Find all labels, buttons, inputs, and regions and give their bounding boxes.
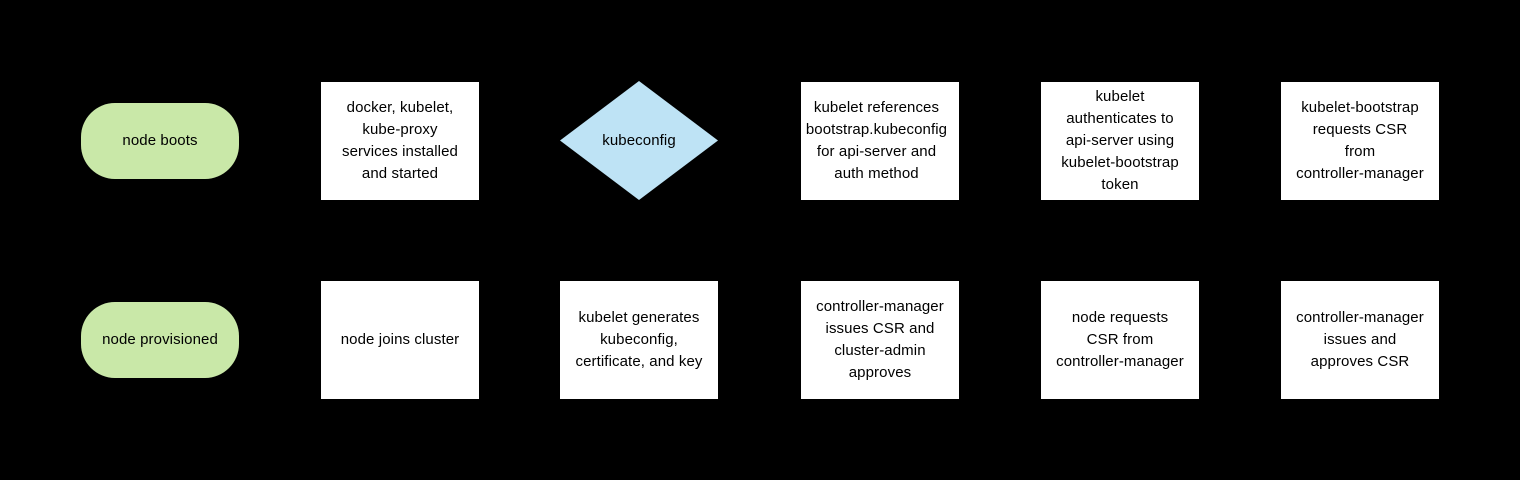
flow-node-label: node joins cluster <box>340 331 460 348</box>
flow-node-label: node provisioned <box>102 331 218 348</box>
flow-node-label: node requests CSR from controller-manage… <box>1056 309 1184 370</box>
flow-node-cm-issues-approves[interactable]: controller-manager issues and approves C… <box>1281 281 1439 399</box>
flow-node-kubeconfig[interactable]: kubeconfig <box>560 81 718 200</box>
flow-node-node-joins-cluster[interactable]: node joins cluster <box>321 281 479 399</box>
flow-node-bootstrap-requests-csr[interactable]: kubelet-bootstrap requests CSR from cont… <box>1281 82 1439 200</box>
flow-node-cm-issues-csr[interactable]: controller-manager issues CSR and cluste… <box>801 281 959 399</box>
flow-node-label: kubelet references bootstrap.kubeconfig … <box>805 99 948 182</box>
flow-node-label: docker, kubelet, kube-proxy services ins… <box>341 99 458 182</box>
flow-node-node-requests-csr[interactable]: node requests CSR from controller-manage… <box>1041 281 1199 399</box>
flow-node-label: kubeconfig <box>602 131 676 149</box>
flow-node-kubelet-generates[interactable]: kubelet generates kubeconfig, certificat… <box>560 281 718 399</box>
flow-node-node-provisioned[interactable]: node provisioned <box>81 302 239 378</box>
flow-node-label: controller-manager issues CSR and cluste… <box>816 298 944 381</box>
flow-node-node-boots[interactable]: node boots <box>81 103 239 179</box>
flow-node-kubelet-authenticates[interactable]: kubelet authenticates to api-server usin… <box>1041 82 1199 200</box>
flow-node-kubelet-references[interactable]: kubelet references bootstrap.kubeconfig … <box>801 82 959 200</box>
flow-node-label: kubelet generates kubeconfig, certificat… <box>575 309 703 370</box>
flow-node-label: kubelet authenticates to api-server usin… <box>1061 88 1179 193</box>
flow-node-services-installed[interactable]: docker, kubelet, kube-proxy services ins… <box>321 82 479 200</box>
flow-node-label: kubelet-bootstrap requests CSR from cont… <box>1296 99 1424 182</box>
flow-node-label: node boots <box>122 132 198 149</box>
flow-node-label: controller-manager issues and approves C… <box>1296 309 1424 370</box>
